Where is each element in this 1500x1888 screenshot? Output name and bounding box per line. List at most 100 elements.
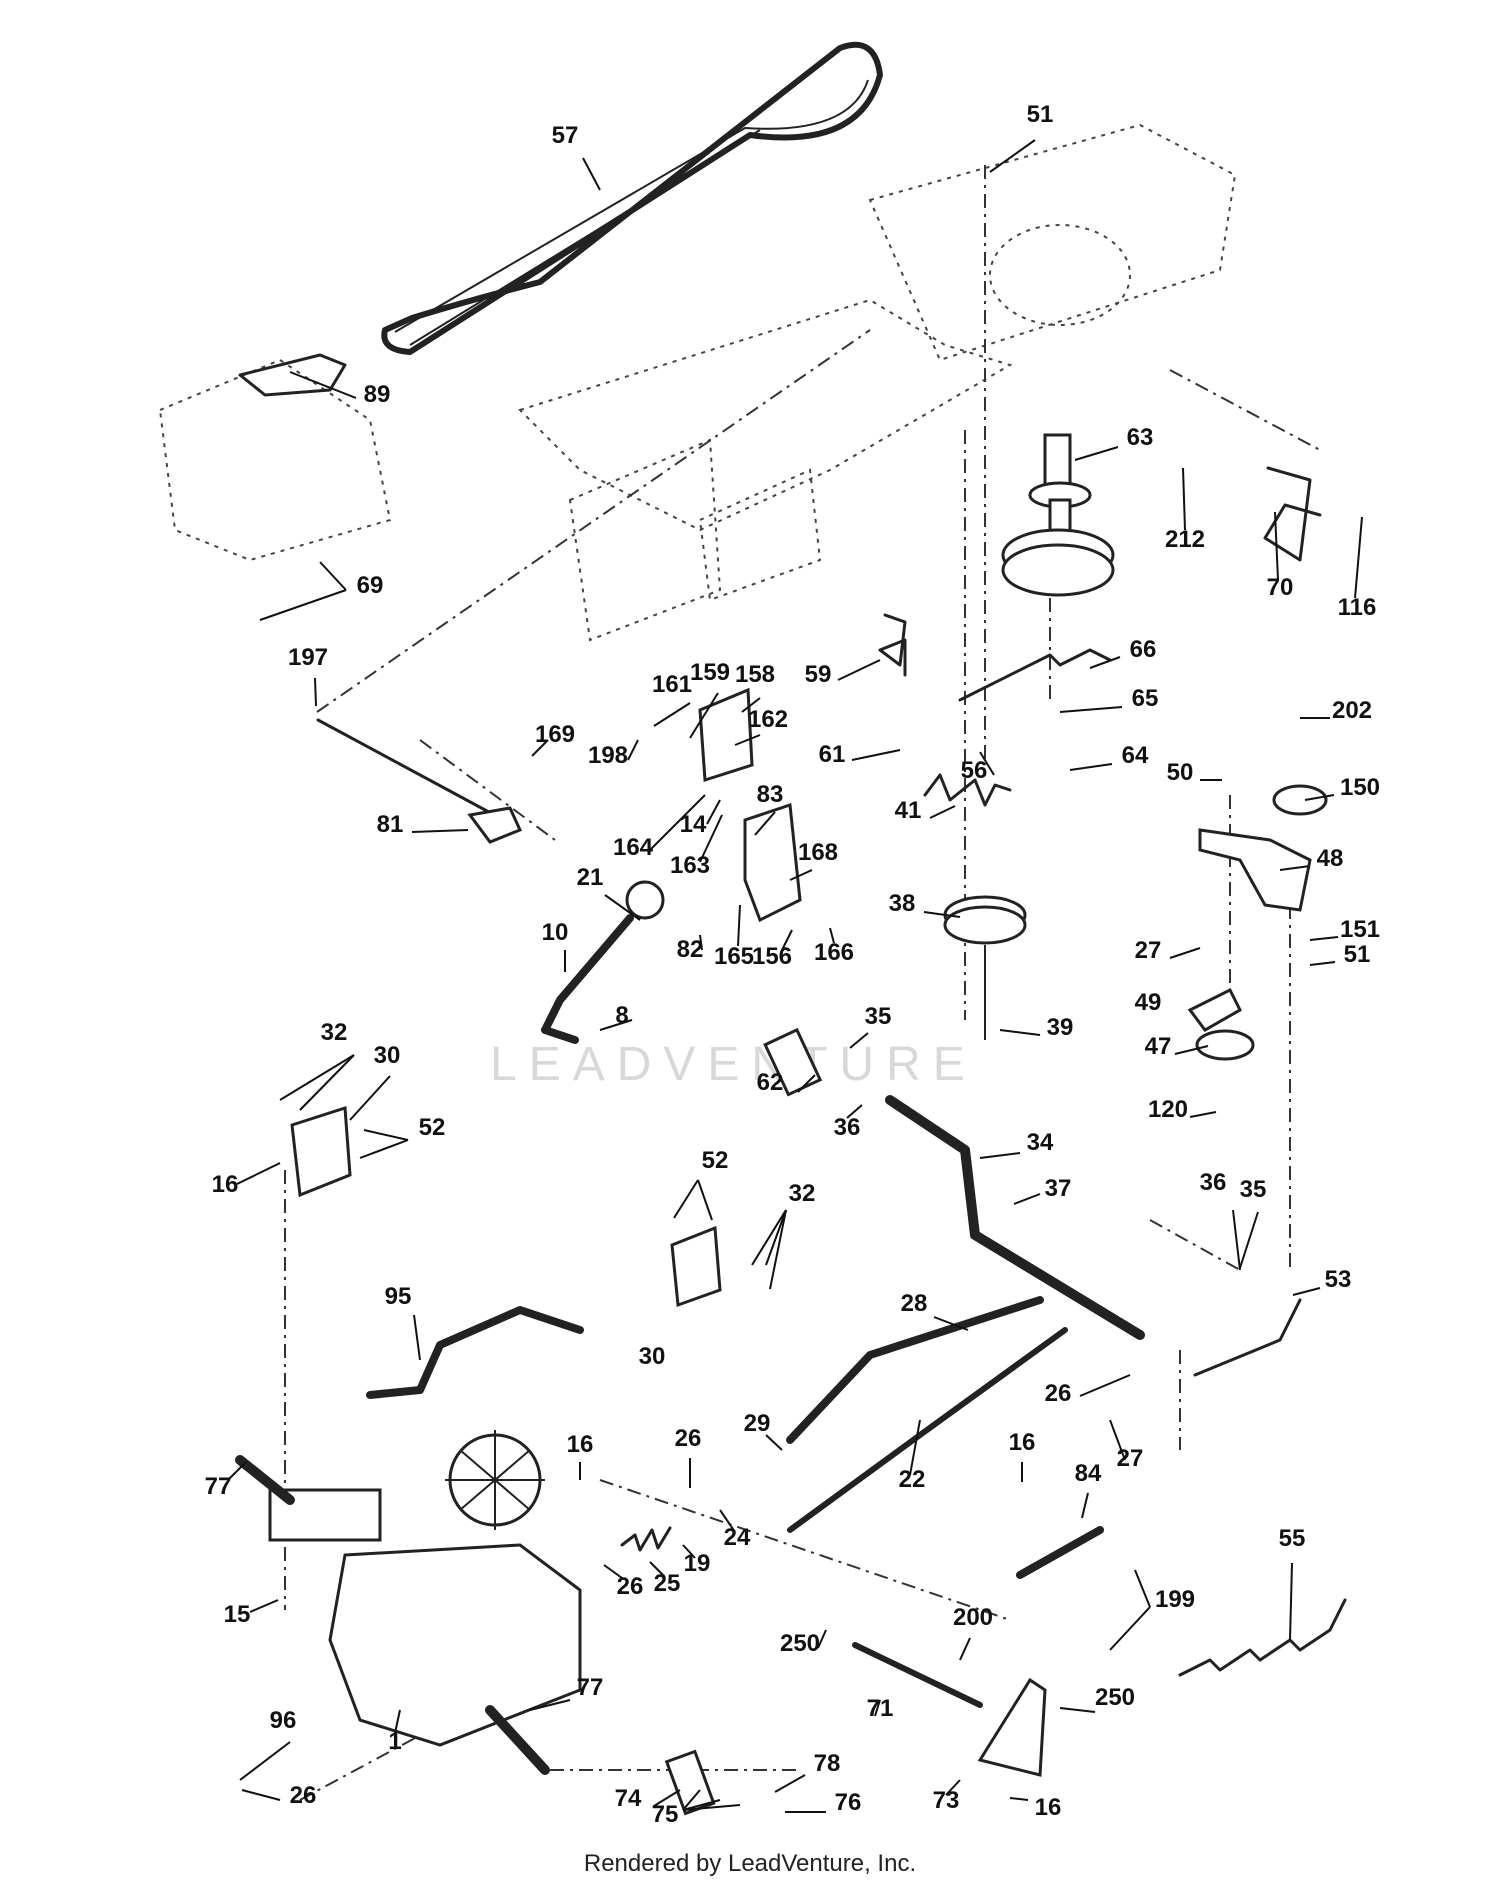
callout-label-82: 82 <box>677 936 704 963</box>
callout-label-162: 162 <box>748 706 788 733</box>
leader-line <box>673 1179 699 1219</box>
callout-label-71: 71 <box>867 1695 894 1722</box>
callout-label-84: 84 <box>1075 1460 1102 1487</box>
leader-line <box>699 934 703 951</box>
callout-label-250: 250 <box>780 1630 820 1657</box>
leader-line <box>737 904 741 947</box>
leader-line <box>413 1314 421 1361</box>
leader-line <box>1109 1606 1151 1651</box>
leader-line <box>531 739 549 757</box>
leader-line <box>1239 1211 1259 1269</box>
leader-line <box>1109 1419 1126 1461</box>
callout-label-34: 34 <box>1027 1129 1054 1156</box>
callout-label-36: 36 <box>1200 1169 1227 1196</box>
callout-label-52: 52 <box>419 1114 446 1141</box>
leader-line <box>653 1789 681 1807</box>
leader-line <box>599 1019 633 1031</box>
callout-label-168: 168 <box>798 839 838 866</box>
transaxle <box>235 1430 582 1775</box>
callout-label-37: 37 <box>1045 1175 1072 1202</box>
callout-label-35: 35 <box>865 1003 892 1030</box>
leader-line <box>319 561 347 591</box>
callout-label-52: 52 <box>702 1147 729 1174</box>
callout-label-27: 27 <box>1135 937 1162 964</box>
callout-label-76: 76 <box>835 1789 862 1816</box>
leader-line <box>817 1629 827 1649</box>
callout-label-10: 10 <box>542 919 569 946</box>
leader-line <box>249 1599 279 1613</box>
callout-label-169: 169 <box>535 721 575 748</box>
leader-line <box>279 1054 355 1101</box>
callout-label-49: 49 <box>1135 989 1162 1016</box>
leader-line <box>604 894 641 921</box>
leader-line <box>1289 1562 1293 1641</box>
leader-line <box>394 1709 401 1734</box>
leader-line <box>769 1209 787 1290</box>
reference-lines <box>284 165 1321 1801</box>
callout-label-8: 8 <box>615 1002 628 1029</box>
leader-line <box>909 1419 921 1476</box>
leader-line <box>797 1074 816 1093</box>
callout-label-50: 50 <box>1167 759 1194 786</box>
leader-line <box>363 1129 409 1141</box>
leader-line <box>754 811 776 836</box>
callout-label-69: 69 <box>357 572 384 599</box>
callout-label-35: 35 <box>1240 1176 1267 1203</box>
drive-belt <box>381 41 883 355</box>
leader-line <box>699 814 723 863</box>
leader-line <box>227 1461 247 1481</box>
leader-line <box>649 1561 666 1578</box>
sleeve-62 <box>763 1027 823 1097</box>
callout-leaders <box>227 139 1363 1813</box>
callout-label-77: 77 <box>577 1674 604 1701</box>
leader-line <box>959 1637 971 1661</box>
callout-label-16: 16 <box>567 1431 594 1458</box>
leader-line <box>781 929 793 951</box>
callout-label-55: 55 <box>1279 1525 1306 1552</box>
lever-95 <box>366 1306 584 1399</box>
leader-line <box>1304 794 1335 801</box>
callout-label-21: 21 <box>577 864 604 891</box>
leader-line <box>851 749 901 761</box>
leader-line <box>1089 656 1121 669</box>
callout-label-59: 59 <box>805 661 832 688</box>
fender-cover <box>238 353 347 397</box>
callout-label-16: 16 <box>212 1171 239 1198</box>
callout-label-159: 159 <box>690 659 730 686</box>
callout-label-32: 32 <box>321 1019 348 1046</box>
leader-line <box>1069 763 1113 771</box>
callout-label-158: 158 <box>735 661 775 688</box>
leader-line <box>741 697 761 713</box>
callout-label-16: 16 <box>1035 1794 1062 1821</box>
link-84 <box>1016 1526 1104 1579</box>
leader-line <box>1182 467 1186 531</box>
callout-label-62: 62 <box>757 1069 784 1096</box>
callout-label-77: 77 <box>205 1473 232 1500</box>
rod-22 <box>787 1327 1068 1533</box>
leader-line <box>706 799 721 825</box>
leader-line <box>1309 936 1339 941</box>
callout-label-15: 15 <box>224 1601 251 1628</box>
spring-clip <box>1263 466 1322 562</box>
leader-line <box>1134 1569 1151 1608</box>
leader-line <box>774 1774 806 1793</box>
clip-59 <box>878 613 907 677</box>
leader-line <box>929 805 956 819</box>
leader-line <box>999 1029 1041 1036</box>
callout-label-199: 199 <box>1155 1586 1195 1613</box>
callout-label-26: 26 <box>617 1573 644 1600</box>
callout-label-47: 47 <box>1145 1033 1172 1060</box>
pulley-assembly <box>1001 433 1115 597</box>
bracket-48 <box>1198 828 1312 912</box>
leader-line <box>1009 1797 1029 1801</box>
leader-line <box>582 157 601 191</box>
callout-label-198: 198 <box>588 742 628 769</box>
callout-label-29: 29 <box>744 1410 771 1437</box>
callout-label-120: 120 <box>1148 1096 1188 1123</box>
leader-line <box>697 1179 713 1221</box>
credit-text: Rendered by LeadVenture, Inc. <box>583 1850 917 1877</box>
leader-line <box>979 1152 1021 1159</box>
leader-line <box>653 702 691 727</box>
callout-label-36: 36 <box>834 1114 861 1141</box>
